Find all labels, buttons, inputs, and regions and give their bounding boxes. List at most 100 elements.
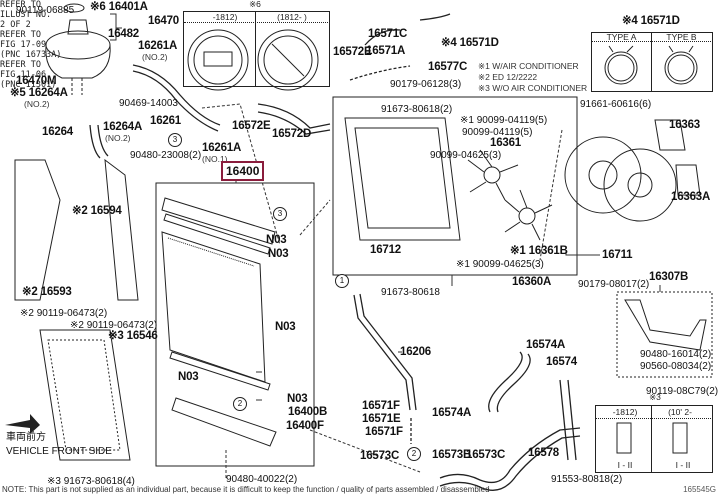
part-16361b[interactable]: ※1 16361B [510, 245, 568, 257]
part-91673-80618-2[interactable]: 91673-80618(2) [381, 104, 453, 115]
reservoir-tank [45, 3, 111, 95]
clamp-drawings [604, 45, 698, 85]
part-90469-14003[interactable]: 90469-14003 [119, 98, 178, 109]
part-90119-06473-b[interactable]: ※2 90119-06473(2) [70, 320, 158, 331]
fan-blades [467, 149, 553, 241]
part-16264a-no2[interactable]: ※5 16264A [10, 87, 68, 99]
part-16573c-a[interactable]: 16573C [360, 450, 400, 462]
legend-item: ※1 W/AIR CONDITIONER [478, 61, 579, 71]
part-16482[interactable]: 16482 [108, 28, 139, 40]
label-leaders [110, 13, 661, 401]
legend-item: ※3 W/O AIR CONDITIONER [478, 83, 588, 93]
part-n03[interactable]: N03 [178, 371, 199, 383]
part-90099-04119-ac[interactable]: ※1 90099-04119(5) [460, 115, 548, 126]
part-16360a[interactable]: 16360A [512, 276, 552, 288]
part-16264[interactable]: 16264 [42, 126, 73, 138]
part-16261[interactable]: 16261 [150, 115, 181, 127]
bracket-table-col-a: -1812) [612, 407, 638, 417]
bypass-pipe [353, 293, 417, 444]
part-16400f[interactable]: 16400F [286, 420, 324, 432]
part-90480-40022[interactable]: 90480-40022(2) [226, 474, 298, 485]
bracket-table-title: ※3 [649, 392, 661, 402]
part-16571c[interactable]: 16571C [368, 28, 408, 40]
refer-fig-11-06-note[interactable]: REFER TO FIG 11-06 (PNC 11301) [0, 60, 57, 90]
part-16574a[interactable]: 16574A [432, 407, 472, 419]
part-91661-60616[interactable]: 91661-60616(6) [580, 99, 652, 110]
part-16470[interactable]: 16470 [148, 15, 179, 27]
part-16577c[interactable]: 16577C [428, 61, 468, 73]
lower-hoses [439, 351, 581, 491]
bracket-16307b [624, 299, 707, 351]
part-16546[interactable]: ※3 16546 [108, 330, 158, 342]
part-16261a-no1[interactable]: 16261A [202, 142, 242, 154]
part-90560-08034[interactable]: 90560-08034(2) [640, 361, 712, 372]
part-16401a[interactable]: ※6 16401A [90, 1, 148, 13]
part-16206[interactable]: 16206 [400, 346, 431, 358]
part-16307b[interactable]: 16307B [649, 271, 689, 283]
part-91673-80618-4[interactable]: ※3 91673-80618(4) [47, 476, 135, 487]
part-n03[interactable]: N03 [268, 248, 289, 260]
part-16573c-b[interactable]: 16573C [466, 449, 506, 461]
callout-3: 3 [273, 207, 287, 221]
part-16571d-table[interactable]: ※4 16571D [622, 15, 680, 27]
legend-item: ※2 ED 12/2222 [478, 72, 538, 82]
refer-illust-note[interactable]: REFER TO ILLUST NO. 2 OF 2 [0, 0, 52, 30]
vehicle-front-label-jp: 車両前方 [6, 432, 46, 443]
part-90480-23008[interactable]: 90480-23008(2) [130, 150, 202, 161]
part-90480-16014[interactable]: 90480-16014(2) [640, 349, 712, 360]
part-16571e[interactable]: 16571E [362, 413, 401, 425]
part-90179-08017[interactable]: 90179-08017(2) [578, 279, 650, 290]
part-16578[interactable]: 16578 [528, 447, 559, 459]
part-90099-04119[interactable]: 90099-04119(5) [462, 127, 533, 138]
part-16711[interactable]: 16711 [602, 249, 633, 261]
part-91673-80618[interactable]: 91673-80618 [381, 287, 440, 298]
radiator [161, 197, 277, 447]
part-16400b[interactable]: 16400B [288, 406, 328, 418]
part-16261a-no2[interactable]: 16261A [138, 40, 178, 52]
part-90119-06885[interactable]: 90119-06885 [16, 5, 75, 16]
part-16572e-b[interactable]: 16572E [333, 46, 372, 58]
part-16572e[interactable]: 16572E [232, 120, 271, 132]
callout-3: 3 [168, 133, 182, 147]
upper-hoses [89, 13, 451, 159]
bracket-frame [616, 291, 713, 378]
fan-assembly-frame [332, 96, 578, 276]
part-91553-80818[interactable]: 91553-80818(2) [551, 474, 623, 485]
part-90099-04625-ac[interactable]: ※1 90099-04625(3) [456, 259, 544, 270]
part-n03[interactable]: N03 [266, 234, 287, 246]
part-16363a[interactable]: 16363A [671, 191, 711, 203]
part-16571f-a[interactable]: 16571F [362, 400, 400, 412]
part-90099-04625[interactable]: 90099-04625(3) [430, 150, 502, 161]
part-16361[interactable]: 16361 [490, 137, 521, 149]
part-90119-06473-a[interactable]: ※2 90119-06473(2) [20, 308, 108, 319]
part-16400-highlighted[interactable]: 16400 [221, 161, 265, 181]
part-16574a-top[interactable]: 16574A [526, 339, 566, 351]
part-n03[interactable]: N03 [287, 393, 308, 405]
part-16571d[interactable]: ※4 16571D [441, 37, 499, 49]
part-16573b[interactable]: 16573B [432, 449, 472, 461]
clamp-table-type-a: TYPE A [606, 32, 637, 42]
refer-fig-17-09-note[interactable]: REFER TO FIG 17-09 (PNC 16733A) [0, 30, 62, 60]
vehicle-front-arrow [5, 414, 40, 434]
part-16264a-no2-qualifier: (NO.2) [24, 99, 50, 109]
part-90179-06128[interactable]: 90179-06128(3) [390, 79, 462, 90]
bracket-table-foot-b: I - II [675, 460, 691, 470]
part-16574[interactable]: 16574 [546, 356, 577, 368]
part-16264a[interactable]: 16264A [103, 121, 143, 133]
part-16363[interactable]: 16363 [669, 119, 700, 131]
part-16571a[interactable]: 16571A [366, 45, 406, 57]
part-n03[interactable]: N03 [275, 321, 296, 333]
part-16572d[interactable]: 16572D [272, 128, 312, 140]
bracket-table-col-b: (10' 2- [668, 407, 692, 417]
part-16712[interactable]: 16712 [370, 244, 401, 256]
callout-2: 2 [233, 397, 247, 411]
part-16470m[interactable]: 16470M [16, 75, 57, 87]
side-deflectors [14, 158, 139, 461]
part-16571f-b[interactable]: 16571F [365, 426, 403, 438]
radiator-assembly-frame [155, 182, 315, 467]
part-90119-08c79[interactable]: 90119-08C79(2) [646, 386, 719, 397]
part-16593[interactable]: ※2 16593 [22, 286, 72, 298]
part-16594[interactable]: ※2 16594 [72, 205, 122, 217]
footnote: NOTE: This part is not supplied as an in… [2, 485, 490, 494]
